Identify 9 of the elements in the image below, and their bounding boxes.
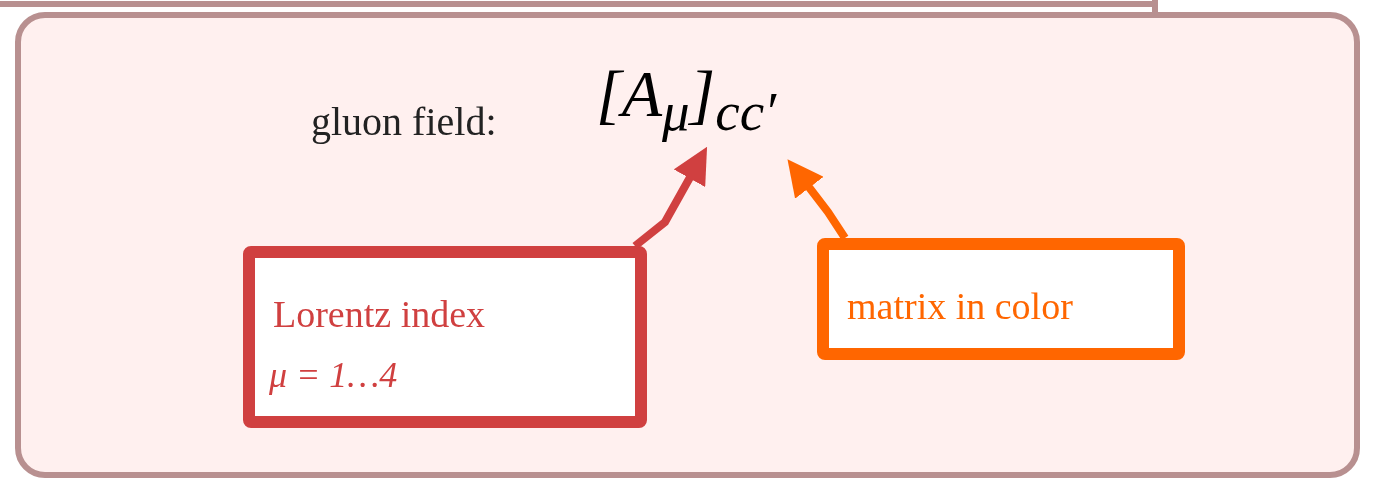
- color-matrix-label: matrix in color: [847, 284, 1073, 328]
- index-range: μ = 1…4: [269, 354, 398, 396]
- leader-arrow: [787, 159, 849, 241]
- math-formula: [A$_{μ}$]$_{cc′}$: [596, 56, 777, 144]
- panel: [15, 12, 1360, 478]
- index-label: Lorentz index: [273, 292, 486, 336]
- callout-box: [817, 238, 1185, 360]
- field-label: gluon field:: [311, 98, 497, 145]
- callout-box: [243, 246, 647, 428]
